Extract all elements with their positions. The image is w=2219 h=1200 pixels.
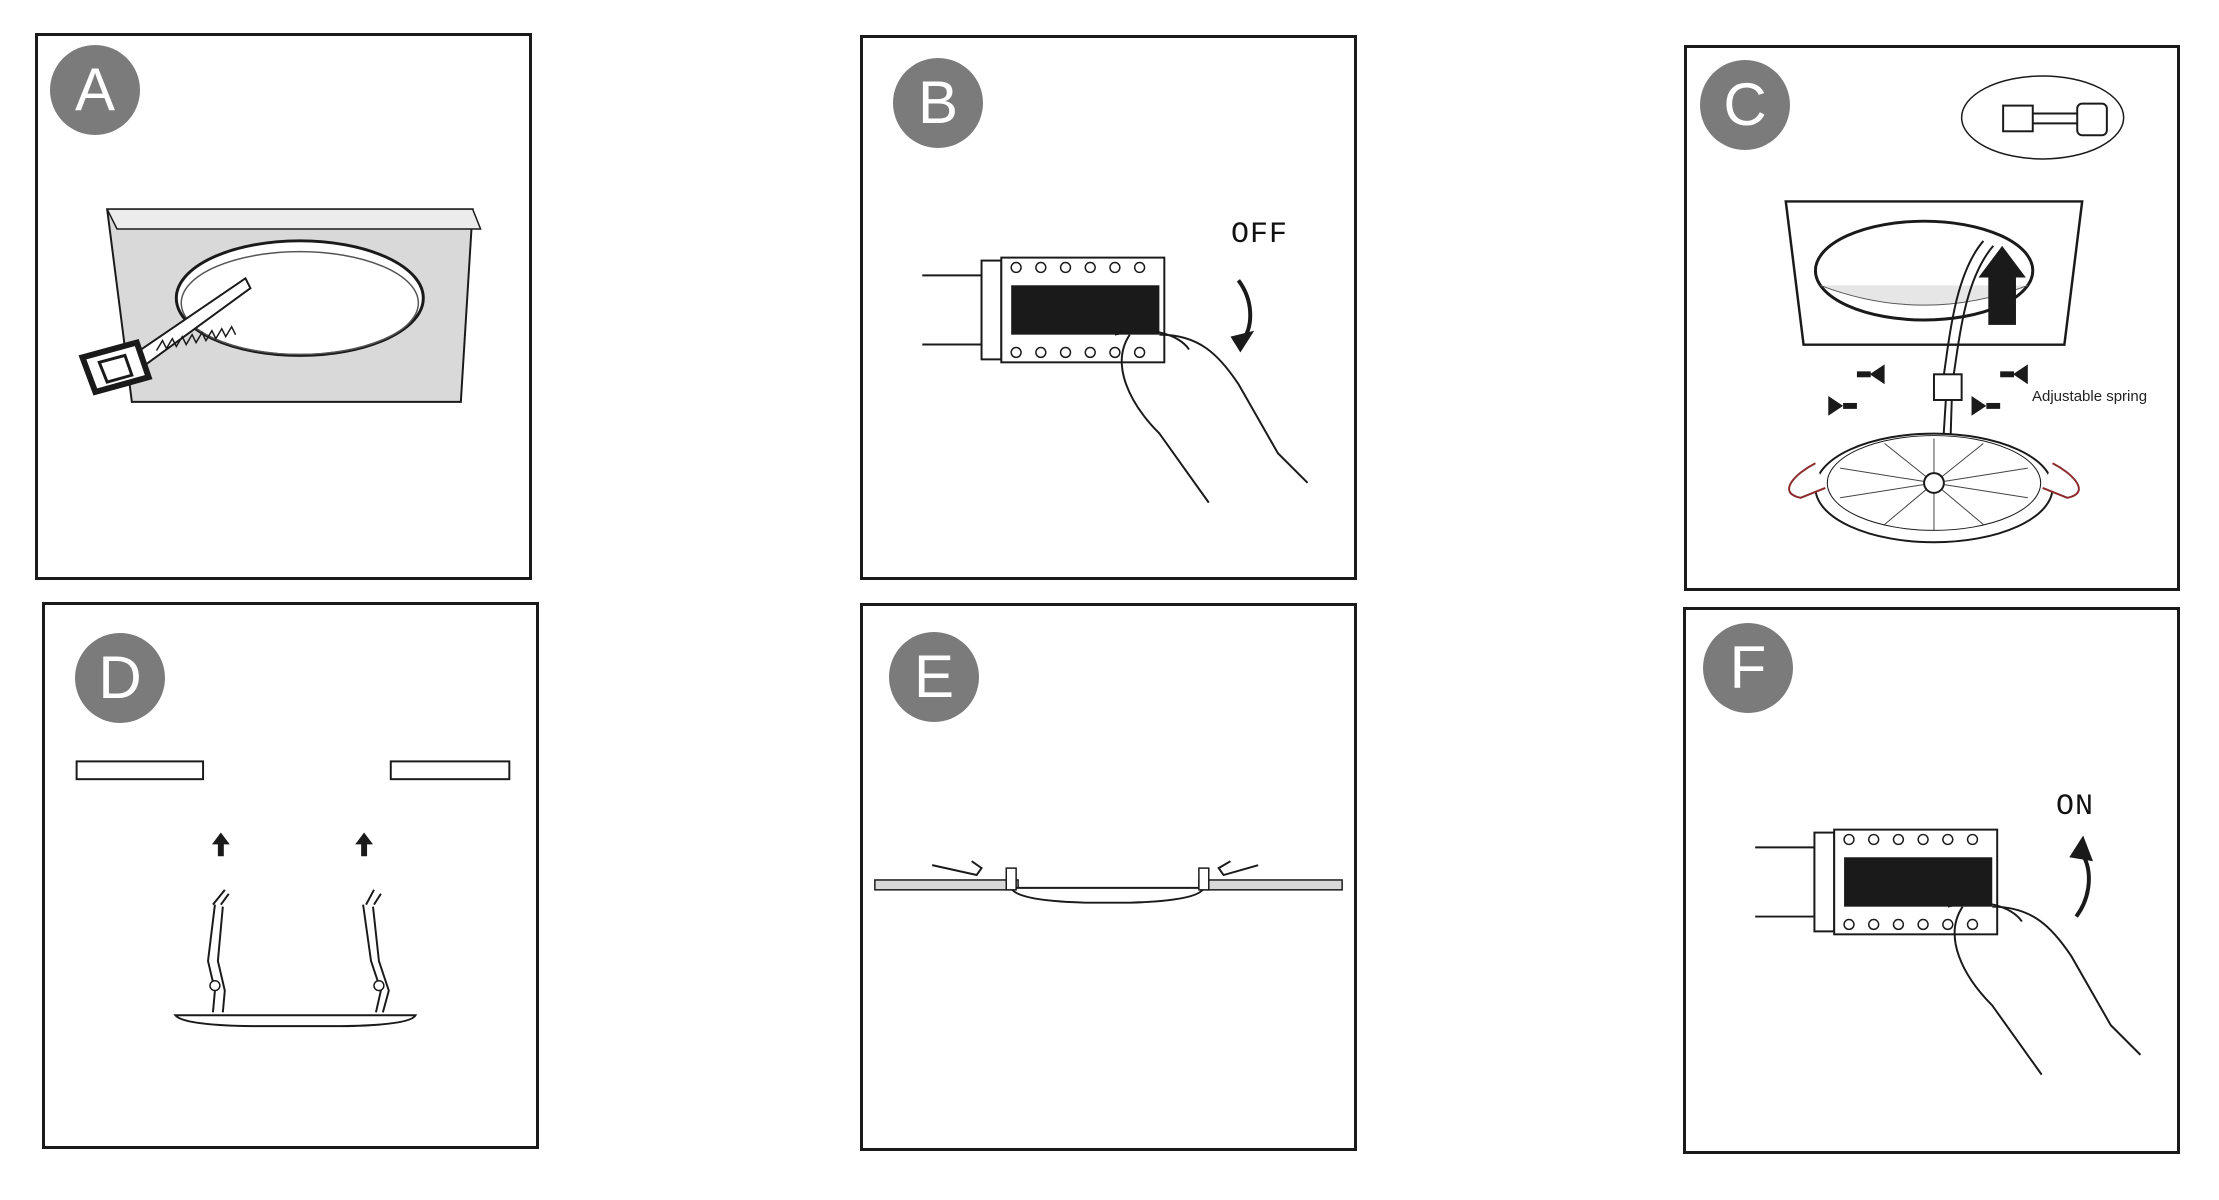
wiring-illustration [1784,75,2125,544]
breaker-on-illustration [1755,828,2142,1076]
step-badge-f: F [1703,623,1793,713]
insert-illustration [75,760,511,1028]
step-badge-a: A [50,45,140,135]
installed-illustration [874,860,1343,904]
saw-icon [78,276,252,396]
step-badge-e: E [889,632,979,722]
off-label: OFF [1231,218,1289,252]
step-badge-c: C [1700,60,1790,150]
step-badge-b: B [893,58,983,148]
panel-e: E [860,603,1357,1151]
step-badge-d: D [75,633,165,723]
panel-d: D [42,602,539,1149]
panel-f: F ON [1683,607,2180,1154]
on-label: ON [2056,790,2095,824]
breaker-off-illustration [922,256,1309,504]
panel-b: B OFF [860,35,1357,580]
panel-c: C Adjustable spring [1684,45,2180,591]
saw-cut-illustration [78,208,482,403]
panel-a: A [35,33,532,580]
adjustable-spring-label: Adjustable spring [2032,388,2148,405]
